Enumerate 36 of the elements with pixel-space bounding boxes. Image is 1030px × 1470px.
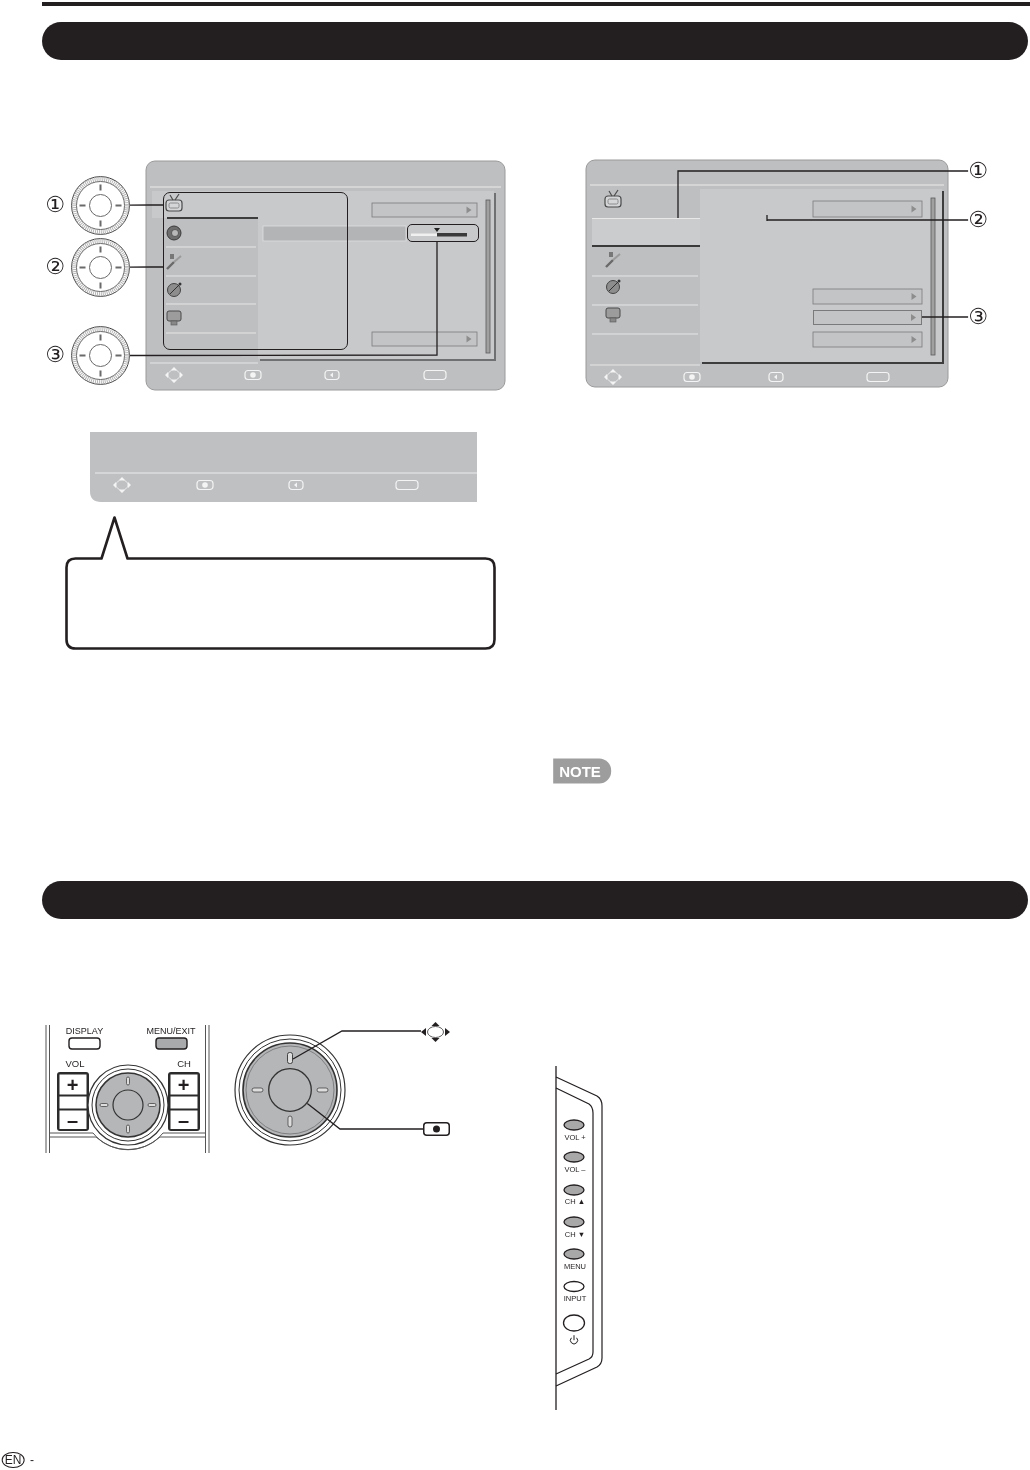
minus-sign: –: [66, 1110, 79, 1130]
plus-sign: +: [66, 1075, 79, 1095]
leader-line: [677, 170, 969, 219]
leader-line: [129, 241, 438, 357]
button-label: VOL: [65, 1059, 85, 1069]
dial-drawing: [71, 238, 130, 297]
callout-number: ①: [45, 194, 65, 216]
enter-key-icon: [423, 1122, 450, 1136]
button-label: CH: [177, 1059, 191, 1069]
button-label: DISPLAY: [65, 1026, 104, 1036]
button-label: MENU/EXIT: [146, 1026, 196, 1036]
callout-number: ③: [968, 306, 988, 328]
dial-drawing: [71, 326, 130, 385]
note-heading: NOTE: [553, 758, 611, 783]
leader-line: [292, 1030, 422, 1060]
highlight-frame: [163, 192, 348, 350]
plus-sign: +: [177, 1075, 190, 1095]
callout-number: ②: [45, 256, 65, 278]
leader-line: [766, 214, 969, 222]
slider-frame: [407, 224, 479, 242]
center-button: [268, 1068, 312, 1112]
callout-number: ③: [45, 344, 65, 366]
minus-sign: –: [177, 1110, 190, 1130]
page-number-dash: -: [30, 1454, 34, 1466]
callout-number: ②: [968, 209, 988, 231]
dial-drawing: [71, 176, 130, 235]
up-key-mark: [287, 1052, 293, 1064]
speech-bubble: [64, 515, 496, 650]
leader-line: [129, 204, 164, 206]
leader-line: [921, 316, 969, 318]
selected-tab: [592, 218, 700, 247]
leader-line: [129, 266, 164, 268]
direction-arrows-icon: [421, 1022, 450, 1042]
callout-number: ①: [968, 160, 988, 182]
option-field: [813, 310, 922, 325]
leader-line: [306, 1102, 424, 1130]
